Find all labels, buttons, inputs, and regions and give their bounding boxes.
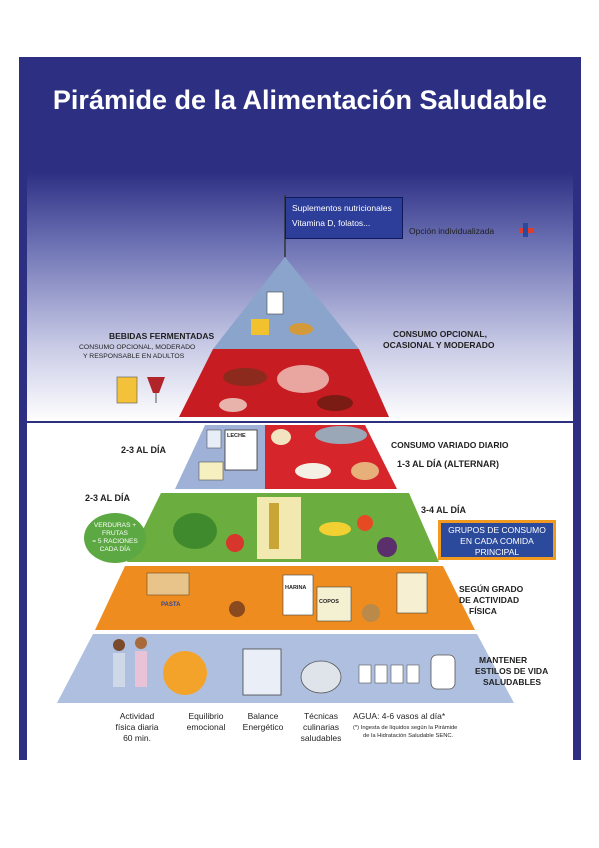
optional-line2: OCASIONAL Y MODERADO xyxy=(383,340,495,350)
potato-shape xyxy=(362,604,380,622)
pasta-label: PASTA xyxy=(161,602,181,608)
tier-optional-top xyxy=(213,257,359,349)
glass-3 xyxy=(390,664,404,684)
nuts-shape xyxy=(271,429,291,445)
dairy-frequency: 2-3 AL DÍA xyxy=(121,445,167,455)
groups-box: GRUPOS DE CONSUMO EN CADA COMIDA PRINCIP… xyxy=(438,520,556,560)
sausage-shape xyxy=(223,368,267,386)
fermented-line1: CONSUMO OPCIONAL, MODERADO xyxy=(79,344,196,351)
beer-mug xyxy=(116,376,138,404)
chestnut-shape xyxy=(229,601,245,617)
person-head-1 xyxy=(113,639,125,651)
flour-pack xyxy=(282,574,314,616)
banana-shape xyxy=(319,522,351,536)
salami-shape xyxy=(219,398,247,412)
cross-v xyxy=(523,223,528,237)
individual-option-label: Opción individualizada xyxy=(409,226,495,236)
varied-line1: CONSUMO VARIADO DIARIO xyxy=(391,440,509,450)
sweet-box xyxy=(266,291,284,315)
orange-fruit-shape xyxy=(357,515,373,531)
page-title: Pirámide de la Alimentación Saludable xyxy=(52,85,548,115)
header-band: Pirámide de la Alimentación Saludable xyxy=(19,57,581,172)
glass-2 xyxy=(374,664,388,684)
caption-balance: Balance Energético xyxy=(242,711,284,732)
snack-bag xyxy=(251,319,269,335)
life-line3: SALUDABLES xyxy=(483,677,542,687)
cereal-line3: FÍSICA xyxy=(469,606,497,616)
fish-shape xyxy=(315,426,367,444)
oil-bottle xyxy=(269,503,279,549)
milk-carton xyxy=(224,429,258,471)
person-body-1 xyxy=(113,653,125,687)
supplements-flag: Suplementos nutricionales Vitamina D, fo… xyxy=(285,197,403,239)
chorizo-shape xyxy=(317,395,353,411)
grapes-shape xyxy=(377,537,397,557)
milk-label: LECHE xyxy=(227,433,246,439)
beans-shape xyxy=(295,463,331,479)
tomato-shape xyxy=(226,534,244,552)
lettuce-shape xyxy=(173,513,217,549)
yogurt-cup xyxy=(206,429,222,449)
life-line2: ESTILOS DE VIDA xyxy=(475,666,549,676)
flour-label: HARINA xyxy=(285,585,307,591)
cereal-line1: SEGÚN GRADO xyxy=(459,584,524,594)
caption-techniques: Técnicas culinarias saludables xyxy=(300,711,342,743)
frame-right xyxy=(573,57,581,760)
caption-water: AGUA: 4-6 vasos al día* xyxy=(353,711,446,721)
caption-activity: Actividad física diaria 60 min. xyxy=(115,711,159,743)
cheese-block xyxy=(198,461,224,481)
water-jug xyxy=(430,654,456,690)
fruit-frequency: 3-4 AL DÍA xyxy=(421,505,467,515)
water-note1: (*) Ingesta de líquidos según la Pirámid… xyxy=(353,725,458,731)
cereal-line2: DE ACTIVIDAD xyxy=(459,595,520,605)
pyramid-graphic xyxy=(57,195,533,703)
veg-fruit-oval: VERDURAS + FRUTAS = 5 RACIONES CADA DÍA xyxy=(84,513,146,563)
person-head-2 xyxy=(135,637,147,649)
flakes-label: COPOS xyxy=(319,599,339,605)
chicken-shape xyxy=(351,462,379,480)
section-divider xyxy=(19,421,581,423)
head-emotional xyxy=(163,651,207,695)
fermented-title: BEBIDAS FERMENTADAS xyxy=(109,331,215,341)
scale-shape xyxy=(242,648,282,696)
person-body-2 xyxy=(135,651,147,687)
optional-line1: CONSUMO OPCIONAL, xyxy=(393,329,487,339)
wine-glass xyxy=(147,377,165,393)
glass-4 xyxy=(406,664,420,684)
varied-line2: 1-3 AL DÍA (ALTERNAR) xyxy=(397,459,499,469)
pot-shape xyxy=(300,660,342,694)
flakes-pack xyxy=(316,586,352,622)
frame-left xyxy=(19,57,27,760)
life-line1: MANTENER xyxy=(479,655,528,665)
fermented-line2: Y RESPONSABLE EN ADULTOS xyxy=(83,353,185,360)
ham-shape xyxy=(277,365,329,393)
bread-loaf xyxy=(146,572,190,596)
croissant-shape xyxy=(289,323,313,335)
poster: Pirámide de la Alimentación Saludable xyxy=(19,57,581,760)
oils-frequency: 2-3 AL DÍA xyxy=(85,493,131,503)
water-note2: de la Hidratación Saludable SENC. xyxy=(363,733,454,739)
cereal-box xyxy=(396,572,428,614)
glass-1 xyxy=(358,664,372,684)
caption-emotional: Equilibrio emocional xyxy=(186,711,226,732)
